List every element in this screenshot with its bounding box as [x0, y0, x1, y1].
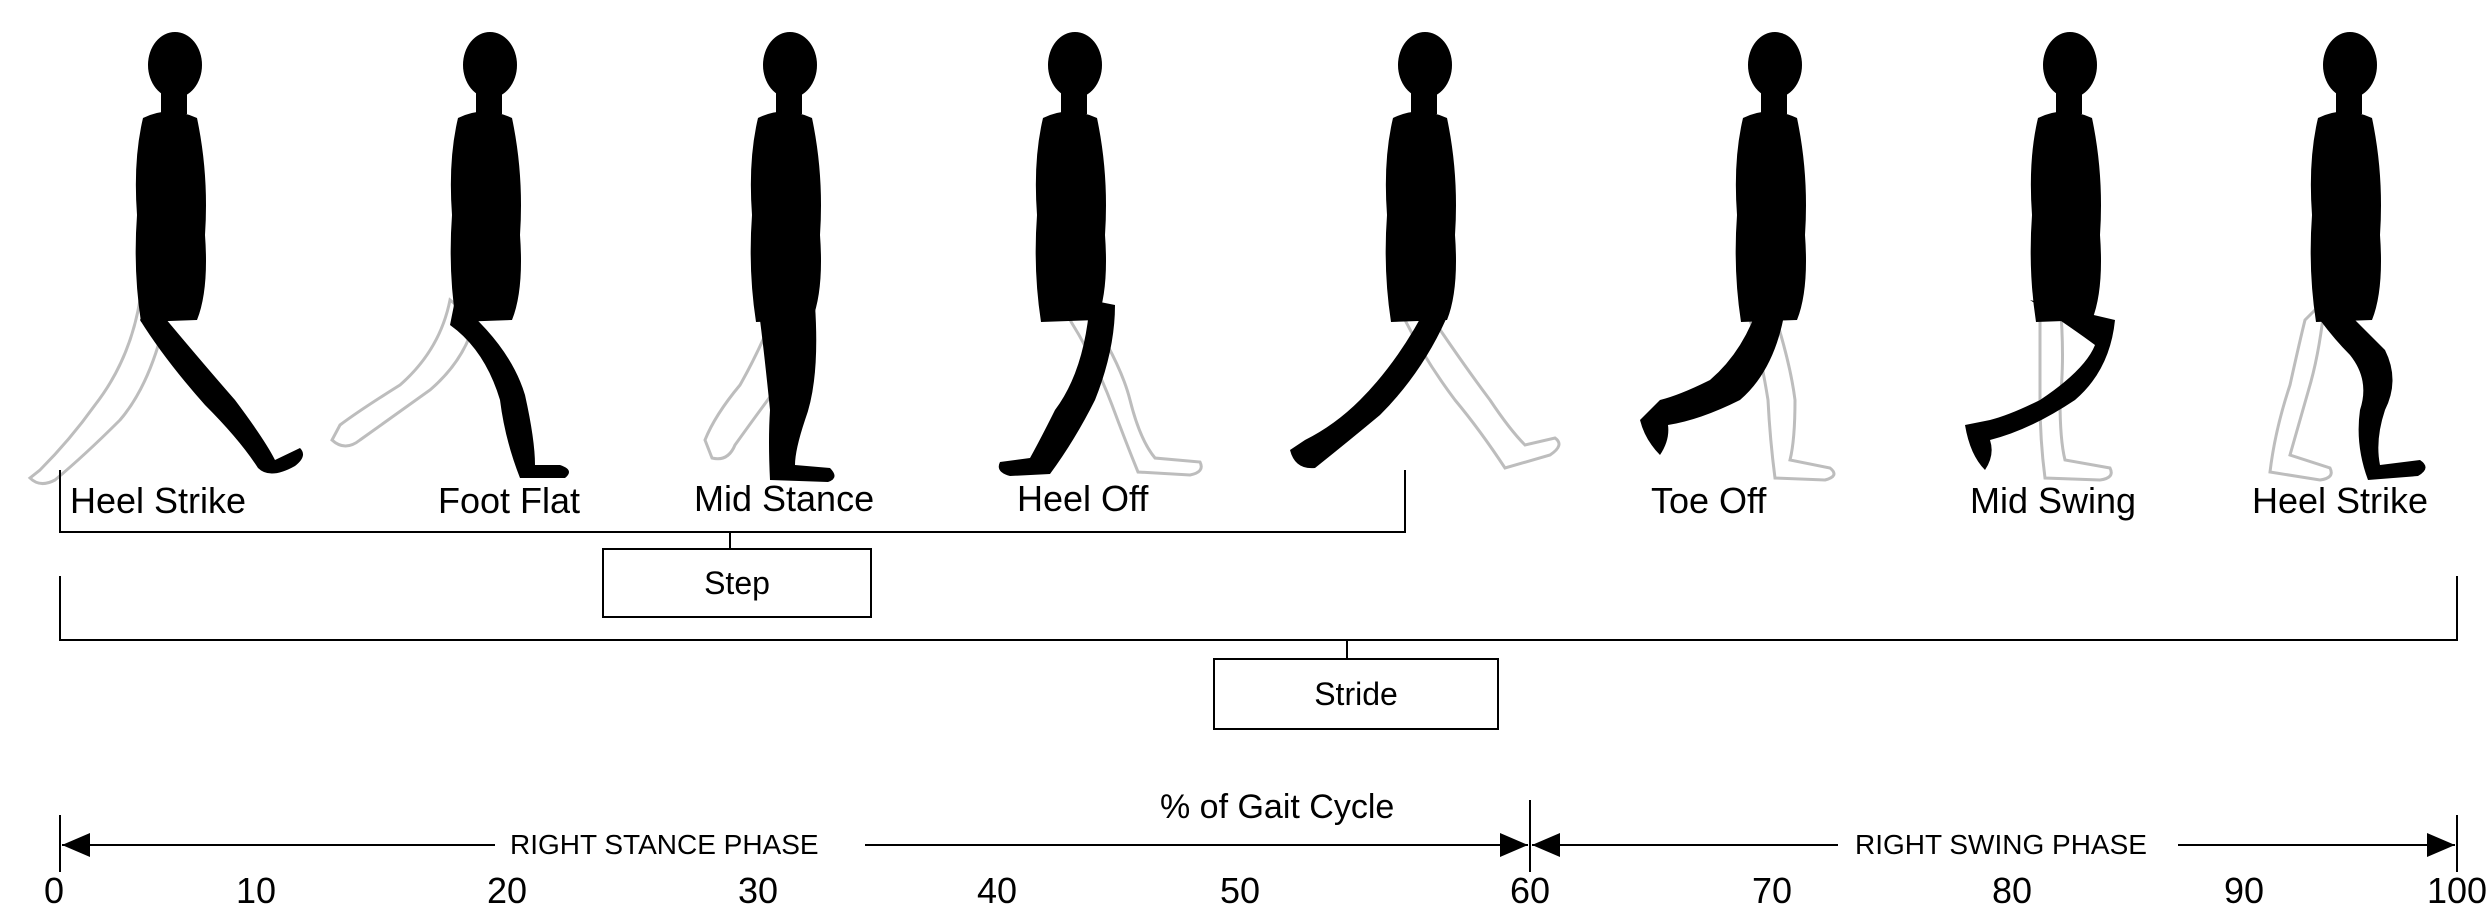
axis-title: % of Gait Cycle: [1160, 788, 1394, 827]
tick-label-10: 10: [236, 870, 276, 912]
tick-label-30: 30: [738, 870, 778, 912]
stride-box: Stride: [1213, 658, 1499, 730]
phase-label-toe-off: Toe Off: [1651, 480, 1766, 522]
phase-label-heel-strike: Heel Strike: [70, 480, 246, 522]
phase-label-heel-strike-end: Heel Strike: [2252, 480, 2428, 522]
tick-label-80: 80: [1992, 870, 2032, 912]
tick-label-0: 0: [44, 870, 64, 912]
stance-phase-label: RIGHT STANCE PHASE: [500, 829, 829, 861]
phase-label-foot-flat: Foot Flat: [438, 480, 580, 522]
tick-label-40: 40: [977, 870, 1017, 912]
tick-label-70: 70: [1752, 870, 1792, 912]
step-box: Step: [602, 548, 872, 618]
phase-label-heel-off: Heel Off: [1017, 478, 1148, 520]
tick-label-100: 100: [2427, 870, 2487, 912]
phase-label-mid-stance: Mid Stance: [694, 478, 874, 520]
tick-label-50: 50: [1220, 870, 1260, 912]
tick-label-60: 60: [1510, 870, 1550, 912]
stride-bracket: [60, 576, 2457, 640]
swing-phase-label: RIGHT SWING PHASE: [1845, 829, 2157, 861]
tick-label-20: 20: [487, 870, 527, 912]
phase-label-mid-swing: Mid Swing: [1970, 480, 2136, 522]
tick-label-90: 90: [2224, 870, 2264, 912]
